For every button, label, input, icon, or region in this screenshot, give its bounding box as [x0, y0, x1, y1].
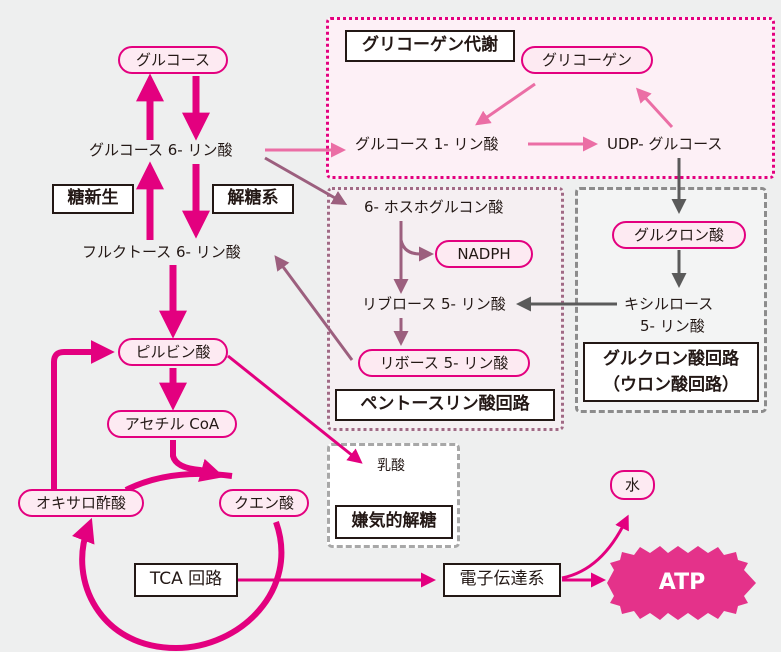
node-acetyl-coa: アセチル CoA: [107, 410, 237, 438]
tca-cycle-loop: [124, 470, 233, 493]
node-citrate: クエン酸: [219, 489, 309, 517]
node-ribose-5-phosphate: リボース 5- リン酸: [358, 349, 530, 377]
node-atp: ATP: [658, 570, 706, 595]
label-glycogen-metabolism: グリコーゲン代謝: [345, 30, 515, 62]
arrow-to-nadph: [399, 239, 434, 262]
arrow-glycogen-to-g1p: [475, 82, 536, 126]
arrow-oxaloacetate-to-pyruvate: [51, 340, 115, 490]
label-glucuronic-acid-pathway: グルクロン酸回路 （ウロン酸回路）: [583, 342, 759, 402]
node-fructose-6-phosphate: フルクトース 6- リン酸: [82, 243, 241, 261]
label-glycolysis: 解糖系: [212, 184, 294, 214]
atp-burst-shape: [607, 546, 756, 620]
node-glucose-1-phosphate: グルコース 1- リン酸: [355, 135, 499, 153]
node-pyruvate: ピルビン酸: [118, 338, 228, 366]
node-xylulose-5-phosphate-line1: キシルロース: [624, 295, 714, 313]
node-6-phosphogluconate: 6- ホスホグルコン酸: [364, 198, 504, 216]
node-nadph: NADPH: [435, 240, 533, 268]
arrow-ribose5p-to-f6p: [274, 255, 354, 361]
label-pentose-phosphate-pathway: ペントースリン酸回路: [335, 389, 555, 421]
arrow-acetylcoa-to-citrate: [170, 440, 225, 482]
node-glucose-6-phosphate: グルコース 6- リン酸: [89, 141, 233, 159]
node-ribulose-5-phosphate: リブロース 5- リン酸: [362, 295, 506, 313]
label-glucuronic-line2: （ウロン酸回路）: [603, 375, 739, 395]
node-glucose: グルコース: [118, 46, 228, 74]
arrow-pyruvate-to-lactate: [227, 354, 363, 464]
label-gluconeogenesis: 糖新生: [52, 184, 134, 214]
label-glucuronic-line1: グルクロン酸回路: [603, 349, 739, 369]
arrow-g6p-to-phosphogluconate: [264, 156, 348, 205]
label-tca-cycle: TCA 回路: [134, 563, 238, 597]
node-udp-glucose: UDP- グルコース: [607, 135, 723, 153]
arrow-etc-to-water: [561, 514, 629, 580]
node-water: 水: [610, 470, 655, 500]
node-oxaloacetate: オキサロ酢酸: [18, 489, 144, 517]
node-lactate: 乳酸: [377, 458, 405, 474]
node-glucuronate: グルクロン酸: [612, 221, 746, 249]
label-electron-transport-chain: 電子伝達系: [443, 563, 561, 597]
node-glycogen: グリコーゲン: [521, 46, 653, 74]
node-xylulose-5-phosphate-line2: 5- リン酸: [640, 317, 705, 335]
label-anaerobic-glycolysis: 嫌気的解糖: [335, 505, 453, 539]
arrow-udpglucose-to-glycogen: [635, 87, 674, 129]
